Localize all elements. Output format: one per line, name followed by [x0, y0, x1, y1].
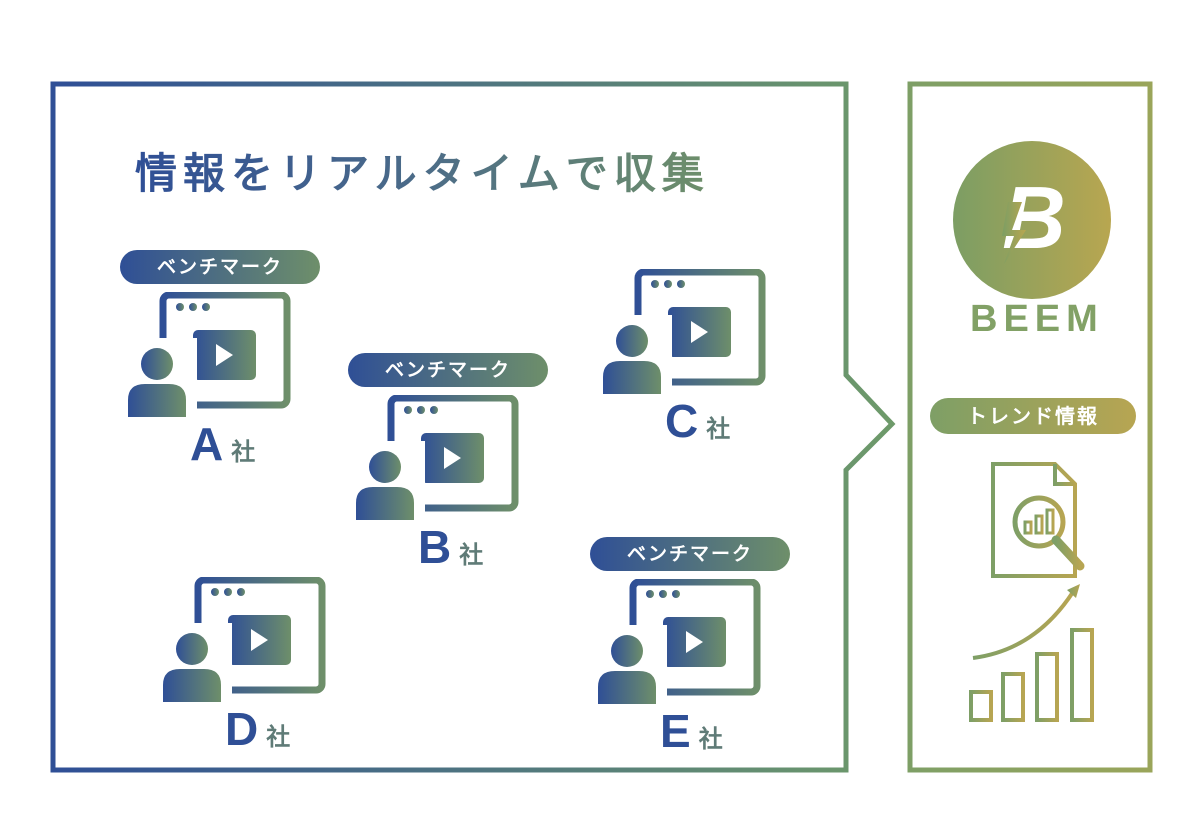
video-user-icon	[353, 395, 523, 525]
section-title: 情報をリアルタイムで収集	[135, 140, 710, 201]
benchmark-badge: ベンチマーク	[590, 537, 790, 571]
video-user-icon	[160, 577, 330, 707]
report-magnifier-icon	[991, 462, 1085, 578]
video-user-icon	[600, 269, 770, 399]
video-user-icon	[125, 292, 295, 422]
video-user-icon	[595, 579, 765, 709]
growth-bar-chart-icon	[955, 584, 1110, 737]
beem-b-logo-icon: B	[953, 141, 1111, 299]
benchmark-badge: ベンチマーク	[120, 250, 320, 284]
brand-name: BEEM	[970, 298, 1104, 340]
trend-badge: トレンド情報	[930, 398, 1136, 434]
benchmark-badge: ベンチマーク	[348, 353, 548, 387]
